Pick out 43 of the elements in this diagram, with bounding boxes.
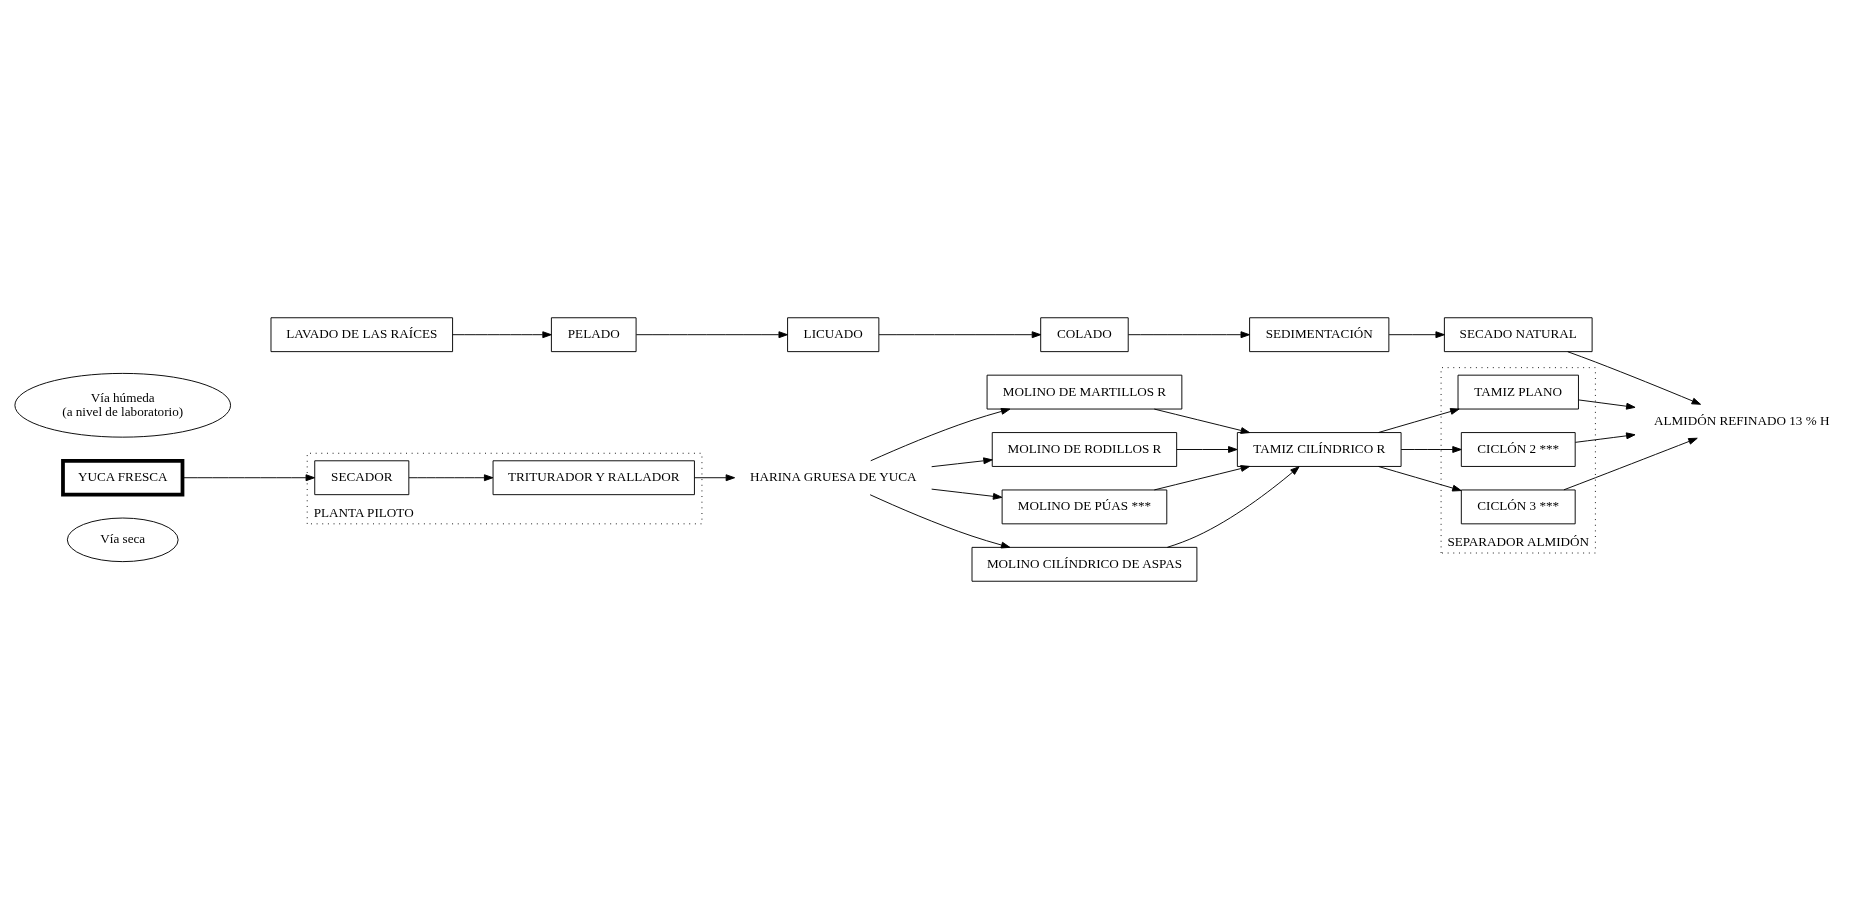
- arrow: [1378, 407, 1460, 433]
- node-box: CICLÓN 2 ***: [1460, 431, 1576, 467]
- arrow: [1153, 464, 1250, 490]
- node-box: COLADO: [1040, 316, 1129, 352]
- arrow: [1574, 431, 1636, 443]
- node-text: HARINA GRUESA DE YUCA: [749, 468, 917, 484]
- node-ellipse: Vía seca: [66, 517, 179, 562]
- arrow: [452, 330, 552, 338]
- arrow: [869, 493, 1011, 548]
- node-box: SECADO NATURAL: [1443, 316, 1593, 352]
- node-box: MOLINO DE RODILLOS R: [991, 431, 1178, 467]
- node-box: YUCA FRESCA: [61, 458, 185, 497]
- arrow: [1176, 445, 1238, 453]
- arrow: [870, 407, 1011, 461]
- arrow: [1578, 398, 1636, 410]
- node-box: CICLÓN 3 ***: [1460, 489, 1576, 524]
- node-box: MOLINO CILÍNDRICO DE ASPAS: [971, 546, 1198, 582]
- node-box: PELADO: [550, 316, 637, 352]
- node-box: MOLINO DE PÚAS ***: [1001, 489, 1168, 524]
- node-box: SEDIMENTACIÓN: [1249, 316, 1390, 352]
- arrow: [635, 330, 788, 338]
- arrow: [1567, 350, 1701, 405]
- arrow: [1400, 445, 1462, 453]
- arrow: [408, 473, 494, 481]
- arrow: [1166, 465, 1300, 548]
- node-box: MOLINO DE MARTILLOS R: [986, 374, 1183, 409]
- node-ellipse: Vía húmeda (a nivel de laboratorio): [14, 372, 232, 438]
- arrow: [1563, 437, 1698, 490]
- node-box: LICUADO: [787, 316, 880, 352]
- arrow: [1127, 330, 1250, 338]
- node-text: ALMIDÓN REFINADO 13 % H: [1654, 412, 1830, 428]
- node-box: SECADOR: [314, 459, 410, 495]
- arrow: [931, 488, 1003, 500]
- node-box: TAMIZ PLANO: [1457, 374, 1579, 409]
- arrow: [931, 456, 993, 467]
- node-box: TAMIZ CILÍNDRICO R: [1236, 431, 1402, 467]
- node-box: LAVADO DE LAS RAÍCES: [270, 316, 454, 352]
- arrow: [694, 473, 736, 481]
- arrow: [1388, 330, 1445, 338]
- arrow: [1378, 465, 1462, 491]
- arrow: [182, 473, 315, 481]
- node-box: TRITURADOR Y RALLADOR: [492, 459, 695, 495]
- arrow: [878, 330, 1042, 338]
